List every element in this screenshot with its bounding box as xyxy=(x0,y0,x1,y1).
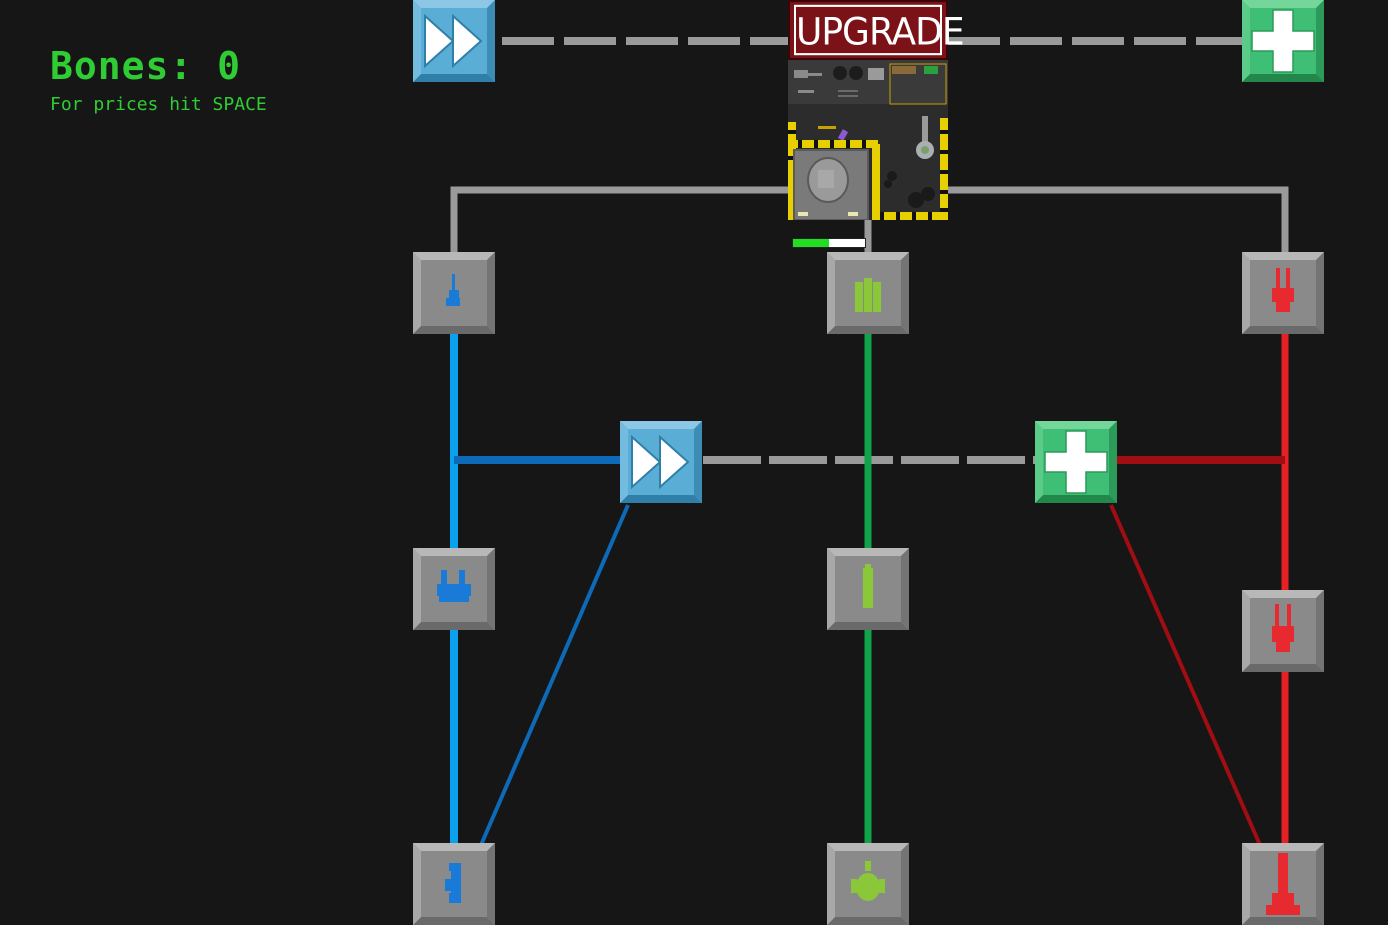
upgrade-node-speed-mid[interactable] xyxy=(620,421,702,503)
blue-twin-gun-icon xyxy=(437,570,471,602)
green-bug-icon xyxy=(851,861,885,901)
upgrade-node-green-2[interactable] xyxy=(827,548,909,630)
gray-link-left xyxy=(450,186,788,252)
upgrade-node-speed-top[interactable] xyxy=(413,0,495,82)
skeleton-player-icon xyxy=(793,149,869,220)
tool-wrench-icon xyxy=(794,70,808,78)
upgrade-node-heal-mid[interactable] xyxy=(1035,421,1117,503)
upgrade-node-red-3[interactable] xyxy=(1242,843,1324,925)
claw-robot-icon xyxy=(916,116,934,159)
upgrade-node-blue-1[interactable] xyxy=(413,252,495,334)
gray-link-right xyxy=(948,186,1289,252)
red-claw-icon xyxy=(1272,268,1294,312)
green-battery-icon xyxy=(863,564,873,608)
blue-gun-icon xyxy=(446,274,460,306)
upgrade-banner: UPGRADE xyxy=(788,0,965,60)
red-diagonal-line xyxy=(1109,504,1262,846)
upgrade-node-blue-2[interactable] xyxy=(413,548,495,630)
price-hint: For prices hit SPACE xyxy=(50,94,267,115)
blue-diagonal-line xyxy=(479,504,630,846)
upgrade-title: UPGRADE xyxy=(794,4,965,56)
hazard-stripes xyxy=(788,118,948,220)
player-health-bar xyxy=(792,238,866,248)
upgrade-node-red-2[interactable] xyxy=(1242,590,1324,672)
workshop-scene xyxy=(788,60,948,220)
upgrade-node-heal-top[interactable] xyxy=(1242,0,1324,82)
upgrade-node-red-1[interactable] xyxy=(1242,252,1324,334)
player-health-fill xyxy=(793,239,829,247)
blue-heavy-gun-icon xyxy=(445,863,461,903)
red-claw-icon xyxy=(1272,604,1294,652)
upgrade-node-blue-3[interactable] xyxy=(413,843,495,925)
bones-counter: Bones: 0 xyxy=(50,44,242,88)
upgrade-node-green-1[interactable] xyxy=(827,252,909,334)
red-chainsaw-icon xyxy=(1266,853,1300,915)
upgrade-node-green-3[interactable] xyxy=(827,843,909,925)
green-battery-pack-icon xyxy=(855,278,881,312)
